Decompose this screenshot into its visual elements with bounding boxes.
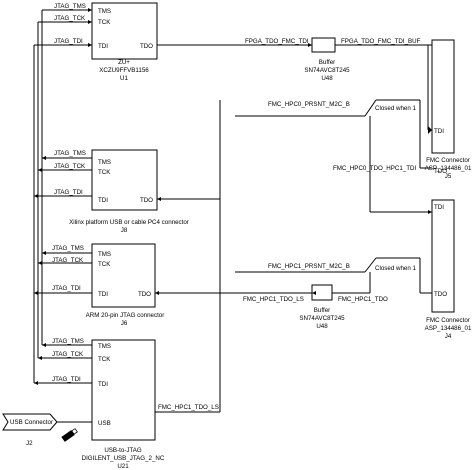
j4-part: ASP_134486_01: [425, 325, 472, 332]
j2-label: USB Connector: [10, 419, 53, 426]
u21-ref: U21: [117, 463, 129, 470]
net-jtag-tck-u21: JTAG_TCK: [52, 351, 84, 358]
net-hpc0-tdo: FMC_HPC0_TDO_HPC1_TDI: [333, 165, 416, 172]
u1-block: JTAG_TMS JTAG_TCK JTAG_TDI TMS TCK TDI T…: [34, 2, 158, 82]
u1-pin-tms: TMS: [98, 8, 111, 15]
buffer-u48-top-ref: U48: [321, 75, 333, 82]
net-hpc1-prsnt: FMC_HPC1_PRSNT_M2C_B: [268, 263, 350, 270]
u21-pin-tck: TCK: [98, 356, 111, 363]
net-fpga-tdo-buf: FPGA_TDO_FMC_TDI_BUF: [341, 38, 421, 45]
buffer-u48-bottom: Buffer SN74AVC8T245 U48: [299, 284, 345, 330]
net-hpc0-prsnt: FMC_HPC0_PRSNT_M2C_B: [268, 101, 350, 108]
net-jtag-tdi-j6: JTAG_TDI: [52, 285, 81, 292]
u1-pin-tdo: TDO: [140, 43, 153, 50]
j8-box: [91, 149, 158, 211]
net-jtag-tms-j8: JTAG_TMS: [54, 150, 86, 157]
switch-hpc0: [364, 99, 377, 117]
buffer-u48-top-box: [311, 37, 336, 53]
u21-box: [91, 339, 156, 441]
net-jtag-tdi-u1: JTAG_TDI: [54, 38, 83, 45]
net-jtag-tck-u1: JTAG_TCK: [54, 15, 86, 22]
net-jtag-tck-j6: JTAG_TCK: [52, 257, 84, 264]
j4-ref: J4: [445, 333, 452, 340]
j4-box: [431, 199, 455, 313]
u1-ref: U1: [120, 75, 128, 82]
j8-pin-tdo: TDO: [140, 197, 153, 204]
net-jtag-tdi-u21: JTAG_TDI: [52, 376, 81, 383]
j4-block: TDI TDO FMC Connector ASP_134486_01 J4: [425, 199, 472, 340]
switch-hpc1-label: Closed when 1: [375, 265, 416, 272]
j2-ref: J2: [26, 440, 33, 447]
j8-pin-tck: TCK: [98, 169, 111, 176]
switch-hpc0-label: Closed when 1: [375, 105, 416, 112]
u1-part: XCZU9FFVB1156: [99, 67, 149, 74]
j4-name: FMC Connector: [426, 317, 470, 324]
j6-desc: ARM 20-pin JTAG connector: [86, 312, 165, 319]
usb-plug-icon: [61, 428, 78, 442]
buffer-u48-top-name: Buffer: [319, 59, 335, 66]
net-jtag-tms-j6: JTAG_TMS: [52, 245, 84, 252]
u21-part: DIGILENT_USB_JTAG_2_NC: [82, 455, 165, 462]
u1-box: [91, 2, 158, 60]
j4-pin-tdo: TDO: [434, 291, 447, 298]
buffer-u48-bottom-ref: U48: [316, 323, 328, 330]
j6-pin-tms: TMS: [98, 251, 111, 258]
j8-block: JTAG_TMS JTAG_TCK JTAG_TDI TMS TCK TDI T…: [34, 149, 189, 234]
j5-ref: J5: [445, 173, 452, 180]
j6-pin-tdo: TDO: [138, 291, 151, 298]
j5-part: ASP_134486_01: [425, 165, 472, 172]
net-fpga-tdo: FPGA_TDO_FMC_TDI: [245, 38, 309, 45]
net-jtag-tck-j8: JTAG_TCK: [54, 163, 86, 170]
u1-pin-tck: TCK: [98, 19, 111, 26]
j8-pin-tdi: TDI: [98, 197, 108, 204]
u21-name: USB-to-JTAG: [104, 447, 142, 454]
u1-pin-tdi: TDI: [98, 43, 108, 50]
j6-pin-tck: TCK: [98, 261, 111, 268]
j4-pin-tdi: TDI: [434, 204, 444, 211]
net-jtag-tms-u1: JTAG_TMS: [54, 3, 86, 10]
net-hpc1-tdo-ls: FMC_HPC1_TDO_LS: [243, 296, 304, 303]
j6-pin-tdi: TDI: [98, 291, 108, 298]
net-hpc1-tdo: FMC_HPC1_TDO: [338, 296, 388, 303]
u21-pin-tms: TMS: [98, 343, 111, 350]
j6-ref: J6: [121, 320, 128, 327]
j8-desc: Xilinx platform USB or cable PC4 connect…: [69, 219, 189, 226]
j5-block: TDI TDO FMC Connector ASP_134486_01 J5: [425, 39, 472, 180]
switch-hpc1: [364, 257, 377, 273]
j6-box: [91, 243, 156, 308]
net-jtag-tdi-j8: JTAG_TDI: [54, 189, 83, 196]
j5-pin-tdo: TDO: [434, 168, 447, 175]
j6-block: JTAG_TMS JTAG_TCK JTAG_TDI TMS TCK TDI T…: [34, 243, 165, 327]
j5-box: [431, 39, 455, 154]
buffer-u48-top: Buffer SN74AVC8T245 U48: [304, 37, 350, 82]
j5-name: FMC Connector: [426, 157, 470, 164]
buffer-u48-top-part: SN74AVC8T245: [304, 67, 350, 74]
net-hpc1-tdo-ls-u21: FMC_HPC1_TDO_LS: [158, 404, 219, 411]
j5-pin-tdi: TDI: [434, 128, 444, 135]
u21-pin-tdi: TDI: [98, 381, 108, 388]
j8-ref: J8: [121, 227, 128, 234]
j2-connector-shape: [2, 413, 58, 431]
j2-block: USB Connector J2: [2, 413, 92, 447]
u21-pin-usb: USB: [98, 420, 111, 427]
net-jtag-tms-u21: JTAG_TMS: [52, 338, 84, 345]
buffer-u48-bottom-name: Buffer: [314, 307, 330, 314]
u1-name: ZU+: [118, 59, 130, 66]
j8-pin-tms: TMS: [98, 159, 111, 166]
buffer-u48-bottom-part: SN74AVC8T245: [299, 315, 345, 322]
u21-block: JTAG_TMS JTAG_TCK JTAG_TDI TMS TCK TDI U…: [34, 338, 165, 470]
